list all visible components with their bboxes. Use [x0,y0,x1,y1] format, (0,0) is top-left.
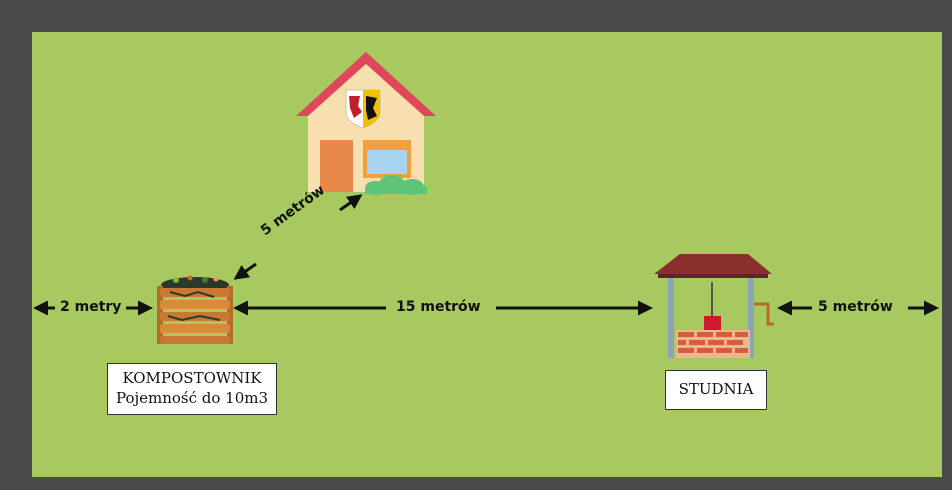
compost-title: KOMPOSTOWNIK [108,368,276,388]
distance-left-edge: 2 metry [60,299,121,315]
compost-label: KOMPOSTOWNIK Pojemność do 10m3 [107,363,277,415]
house-door [320,140,353,192]
well-title: STUDNIA [679,380,754,398]
compost-bin-icon [157,276,233,345]
arrow-compost-house-a [236,264,256,278]
distance-well-edge: 5 metrów [818,299,893,315]
arrow-compost-house-b [340,196,360,210]
well-label: STUDNIA [665,370,767,410]
compost-capacity: Pojemność do 10m3 [108,388,276,408]
house-icon [296,52,436,195]
well-icon [654,254,774,358]
distance-compost-well: 15 metrów [396,299,481,315]
